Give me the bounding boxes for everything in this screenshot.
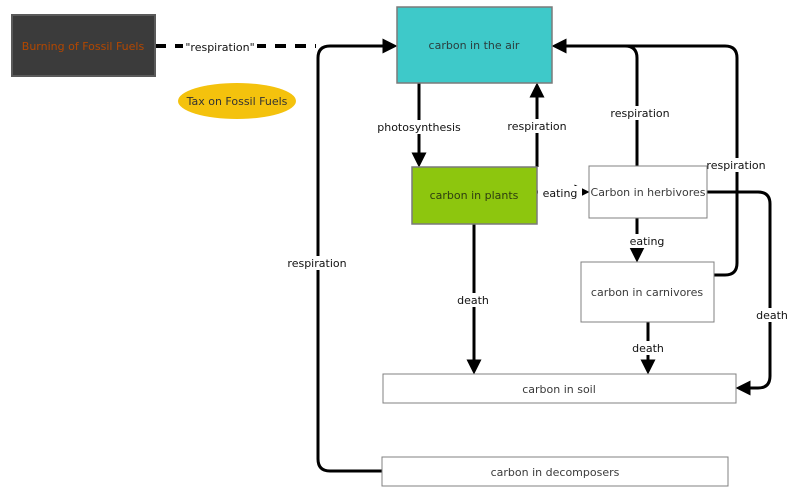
node-carbon-in-soil: carbon in soil [382, 373, 737, 404]
node-carbon-in-herbivores-label: Carbon in herbivores [591, 186, 706, 199]
edge-label-backgrounds [183, 39, 794, 355]
node-carbon-in-decomposers: carbon in decomposers [381, 456, 729, 487]
edge-herbivores-to-soil [707, 190, 772, 396]
node-carbon-in-the-air: carbon in the air [396, 6, 553, 84]
node-carbon-in-carnivores-box [580, 261, 715, 323]
node-carbon-in-the-air-label: carbon in the air [429, 39, 520, 52]
edge-label-herbivores-respiration: respiration [610, 107, 669, 120]
node-carbon-in-carnivores: carbon in carnivores [580, 261, 715, 323]
edge-labels: "respiration" respiration photosynthesis… [185, 41, 788, 355]
node-tax-on-fossil-fuels-ellipse [178, 83, 296, 119]
node-burning-of-fossil-fuels-label: Burning of Fossil Fuels [22, 40, 145, 53]
node-carbon-in-soil-label: carbon in soil [522, 383, 596, 396]
node-burning-of-fossil-fuels: Burning of Fossil Fuels [11, 14, 156, 77]
node-tax-on-fossil-fuels-label: Tax on Fossil Fuels [186, 95, 288, 108]
node-carbon-in-carnivores-label: carbon in carnivores [591, 286, 703, 299]
edge-label-carnivores-respiration: respiration [706, 159, 765, 172]
node-carbon-in-herbivores-box [588, 165, 708, 219]
edge-label-herbivores-death: death [756, 309, 788, 322]
edge-label-decomposers-respiration: respiration [287, 257, 346, 270]
edge-label-herbivores-eating: eating [630, 235, 665, 248]
node-carbon-in-plants-box [411, 166, 538, 225]
edge-label-photosynthesis: photosynthesis [377, 121, 461, 134]
node-carbon-in-herbivores: Carbon in herbivores [588, 165, 708, 219]
node-tax-on-fossil-fuels: Tax on Fossil Fuels [178, 83, 296, 119]
edge-label-plants-respiration: respiration [507, 120, 566, 133]
node-burning-of-fossil-fuels-box [11, 14, 156, 77]
node-carbon-in-the-air-box [396, 6, 553, 84]
node-carbon-in-decomposers-box [381, 456, 729, 487]
edge-label-carnivores-death: death [632, 342, 664, 355]
edge-label-plants-eating: eating [543, 187, 578, 200]
edge-label-plants-death: death [457, 294, 489, 307]
node-carbon-in-plants: carbon in plants [411, 166, 538, 225]
diagram-nodes: Burning of Fossil Fuels Tax on Fossil Fu… [11, 6, 737, 487]
node-carbon-in-decomposers-label: carbon in decomposers [491, 466, 620, 479]
node-carbon-in-soil-box [382, 373, 737, 404]
node-carbon-in-plants-label: carbon in plants [430, 189, 519, 202]
edge-label-fossil-respiration: "respiration" [185, 41, 254, 54]
